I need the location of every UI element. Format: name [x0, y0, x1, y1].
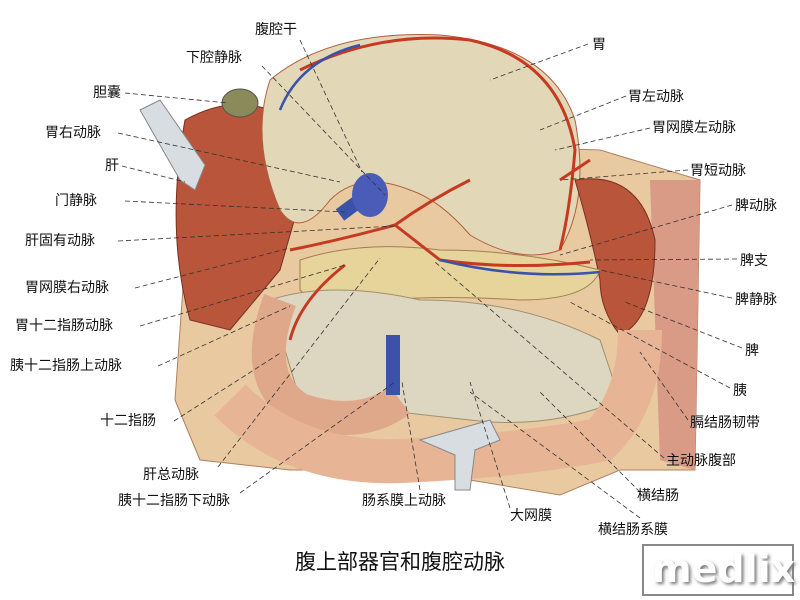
label-gastroduodenal-artery: 胃十二指肠动脉	[15, 318, 113, 334]
sma-vein	[386, 335, 400, 395]
right-wall-muscle	[650, 180, 700, 470]
label-stomach: 胃	[592, 37, 606, 53]
stomach	[261, 34, 581, 256]
duodenum	[251, 294, 411, 435]
ivc	[352, 173, 388, 217]
label-duodenum: 十二指肠	[100, 413, 156, 429]
label-splenic-artery: 脾动脉	[735, 198, 777, 214]
label-transverse-colon: 横结肠	[637, 488, 679, 504]
transverse-colon	[214, 329, 662, 484]
gallbladder	[221, 88, 259, 118]
label-portal-vein: 门静脉	[55, 193, 97, 209]
label-right-gastroepiploic-artery: 胃网膜右动脉	[25, 280, 109, 296]
label-inferior-pancreaticoduodenal-artery: 胰十二指肠下动脉	[118, 493, 230, 509]
label-splenic-vein: 脾静脉	[735, 292, 777, 308]
label-phrenicocolic-ligament: 膈结肠韧带	[690, 415, 760, 431]
arteries	[288, 36, 591, 341]
label-left-gastric-artery: 胃左动脉	[628, 89, 684, 105]
label-right-gastric-artery: 胃右动脉	[45, 125, 101, 141]
watermark-text: medlix	[652, 547, 796, 591]
label-celiac-trunk: 腹腔干	[255, 22, 297, 38]
retractor-left	[139, 99, 206, 191]
figure-title: 腹上部器官和腹腔动脉	[295, 550, 505, 574]
label-greater-omentum: 大网膜	[510, 508, 552, 524]
label-transverse-mesocolon: 横结肠系膜	[598, 522, 668, 538]
label-superior-mesenteric-artery: 肠系膜上动脉	[362, 493, 446, 509]
label-left-gastroepiploic-artery: 胃网膜左动脉	[652, 120, 736, 136]
label-superior-pancreaticoduodenal-artery: 胰十二指肠上动脉	[10, 358, 122, 374]
label-liver: 肝	[105, 158, 119, 174]
label-common-hepatic-artery: 肝总动脉	[143, 467, 199, 483]
label-splenic-branches: 脾支	[740, 253, 768, 269]
retractor-bottom	[418, 419, 501, 491]
label-pancreas: 胰	[733, 383, 747, 399]
label-spleen: 脾	[745, 343, 759, 359]
label-ivc: 下腔静脉	[186, 50, 242, 66]
label-short-gastric-arteries: 胃短动脉	[690, 163, 746, 179]
label-abdominal-aorta: 主动脉腹部	[666, 453, 736, 469]
leader-lines	[117, 39, 743, 519]
label-proper-hepatic-artery: 肝固有动脉	[25, 233, 95, 249]
veins	[278, 43, 601, 276]
label-gallbladder: 胆囊	[93, 85, 121, 101]
watermark: medlix	[642, 544, 796, 596]
